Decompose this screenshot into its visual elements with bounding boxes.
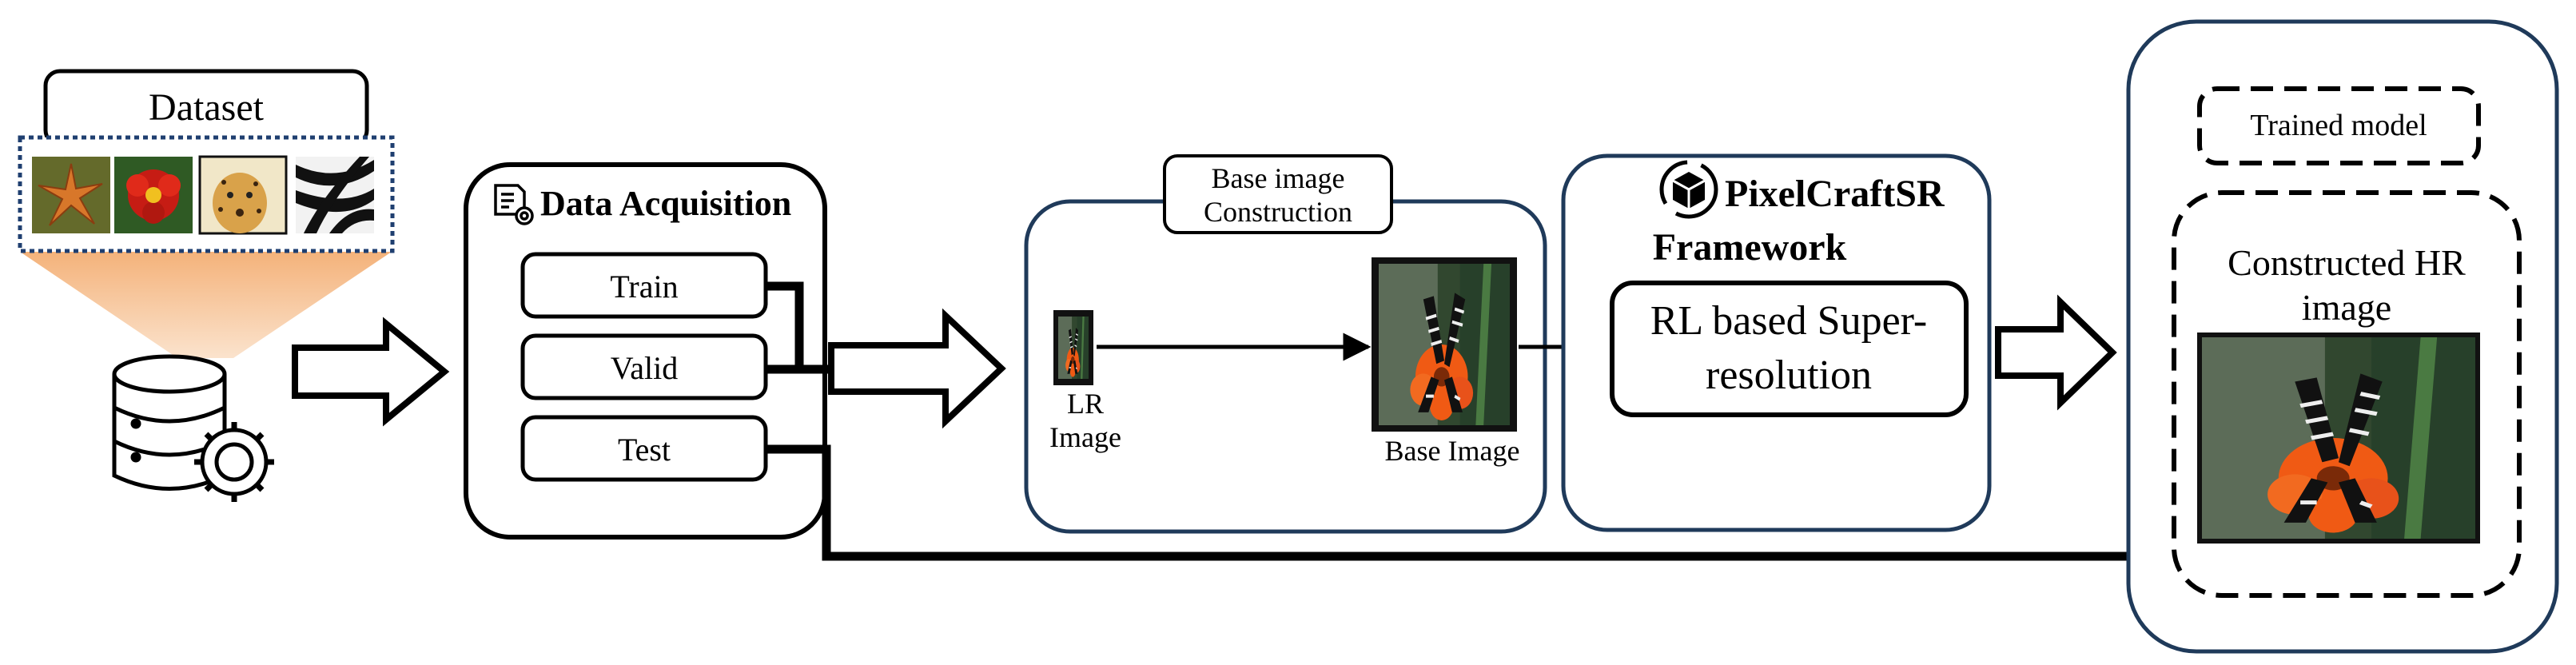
- dataset-title: Dataset: [149, 86, 265, 129]
- funnel-shape: [20, 252, 392, 358]
- valid-split-label: Valid: [611, 350, 678, 386]
- output-panel: Trained model Constructed HR image: [2126, 19, 2559, 654]
- rl-super-resolution-line2: resolution: [1706, 352, 1872, 398]
- hr-output-image: [2197, 332, 2480, 544]
- framework-title-line2: Framework: [1653, 226, 1847, 269]
- base-image-construction-panel: Base image Construction LR Image Base Im…: [1024, 154, 1547, 534]
- cube-cycle-icon: [1659, 160, 1718, 219]
- flow-arrow-3: [1995, 294, 2117, 411]
- data-acquisition-panel: Data Acquisition Train Valid Test: [464, 162, 827, 540]
- pixelcraftsr-framework-panel: PixelCraftSR Framework RL based Super- r…: [1561, 153, 1992, 532]
- data-acquisition-title: Data Acquisition: [540, 184, 791, 223]
- lr-image-label-line1: LR: [1067, 388, 1104, 420]
- base-construction-title-box: [1163, 154, 1393, 234]
- constructed-hr-label-line1: Constructed HR: [2228, 242, 2466, 283]
- document-settings-icon: [494, 184, 534, 225]
- rl-super-resolution-line1: RL based Super-: [1650, 298, 1928, 344]
- base-construction-title-line2: Construction: [1204, 196, 1352, 228]
- lr-image-label-line2: Image: [1049, 421, 1121, 453]
- trained-model-box: [2197, 86, 2481, 165]
- train-split-label: Train: [610, 269, 678, 305]
- base-image: [1372, 257, 1517, 432]
- lr-image: [1053, 310, 1093, 385]
- rl-super-resolution-box: [1610, 281, 1969, 417]
- database-settings-icon: [112, 354, 274, 502]
- constructed-hr-label-line2: image: [2302, 287, 2391, 328]
- base-image-label: Base Image: [1385, 435, 1520, 467]
- test-split-label: Test: [618, 432, 671, 468]
- flow-arrow-1: [292, 317, 450, 427]
- zebra-thumbnail: [296, 157, 374, 233]
- train-connector: [766, 281, 804, 372]
- cheetah-thumbnail: [198, 155, 288, 235]
- starfish-thumbnail: [32, 157, 110, 233]
- base-construction-title-line1: Base image: [1212, 162, 1345, 194]
- dataset-section: Dataset: [18, 69, 395, 502]
- red-flower-thumbnail: [114, 157, 193, 233]
- trained-model-label: Trained model: [2250, 109, 2427, 142]
- flow-arrow-2: [828, 308, 1006, 429]
- framework-title-line1: PixelCraftSR: [1725, 173, 1945, 215]
